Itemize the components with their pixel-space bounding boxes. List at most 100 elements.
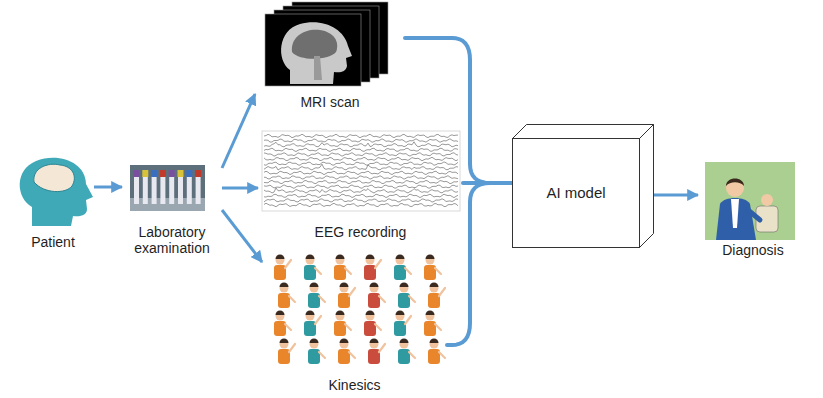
eeg-channel [264,142,458,147]
figure-arm [349,352,355,358]
figure-head [400,284,409,293]
figure-head [306,312,315,321]
test-tube [187,176,192,204]
eeg-paper [262,131,460,211]
mri-slice [265,14,361,86]
node-label: MRI scan [300,94,359,110]
figure-arm [435,324,441,330]
mri-node: MRI scan [255,0,405,110]
figure-head [426,312,435,321]
figure-head [370,284,379,293]
figure-head [280,340,289,349]
eeg-channel [264,157,458,161]
figure-hair [336,311,345,316]
patient-head-icon [20,158,93,226]
person-figure [424,311,441,337]
brain-shape [34,164,75,191]
figure-head [280,284,289,293]
person-figure [368,283,385,309]
figure-arm [435,268,441,274]
figure-head [310,340,319,349]
figure-head [336,256,345,265]
node-label: Laboratory examination [122,224,222,256]
person-figure [428,339,445,365]
person-figure [304,255,321,281]
mri-brainstem [314,56,322,80]
person-figure [428,283,445,309]
node-label: EEG recording [315,224,407,240]
figure-head [396,256,405,265]
eeg-trace [262,131,460,211]
tube-cap [178,170,184,177]
figure-head [430,340,439,349]
diagnosis-ground [705,162,795,240]
box-side-face [640,125,654,248]
person-figure [368,339,385,365]
flow-arrow [222,210,262,262]
eeg-channel [264,164,458,170]
figure-arm [315,268,321,274]
figure-hair [340,283,349,288]
tube-cap [160,170,166,177]
test-tube [134,176,139,204]
merge-brace [405,38,512,183]
figure-head [426,256,435,265]
eeg-channel [264,148,458,151]
eeg-channel [264,139,458,142]
lab-photo-ground [130,165,205,211]
tube-cap [134,170,140,177]
eeg-channel [264,180,458,183]
person-figure [334,311,351,337]
doctor-shirt [731,199,739,228]
flow-arrow [222,187,258,190]
figure-head [366,256,375,265]
flow-arrow [222,94,255,168]
figure-hair [306,255,315,260]
person-figure [398,283,415,309]
figure-hair [276,311,285,316]
figure-head [340,284,349,293]
figure-hair [336,255,345,260]
figure-hair [280,339,289,344]
person-figure [278,339,295,365]
figure-arm [375,324,381,330]
tube-cap [142,170,148,177]
figure-head [276,256,285,265]
person-figure [364,255,381,281]
figure-arm [345,268,351,274]
figure-hair [396,255,405,260]
eeg-channel [264,134,458,138]
person-figure [338,339,355,365]
person-figure [424,255,441,281]
eeg-channel [264,185,458,188]
figure-arm [315,316,321,324]
eeg-channel [264,188,458,193]
figure-head [336,312,345,321]
figure-hair [280,283,289,288]
doctor-hair [726,179,744,187]
doctor-arm [748,210,760,220]
figure-hair [340,339,349,344]
figure-hair [370,339,379,344]
person-figure [394,311,411,337]
figure-arm [375,260,381,268]
eeg-channel [264,162,458,165]
eeg-channel [264,153,458,157]
figure-arm [289,344,295,352]
eeg-channel [264,171,458,174]
kinesics-figures [274,255,445,365]
box-top-face [513,125,654,139]
test-tube [178,176,183,204]
person-figure [308,283,325,309]
doctor-coat [716,198,756,240]
figure-hair [366,255,375,260]
figure-head [396,312,405,321]
figure-arm [289,296,295,302]
head-silhouette [20,158,93,226]
figure-head [306,256,315,265]
figure-arm [409,352,415,358]
flow-arrow [654,194,698,197]
